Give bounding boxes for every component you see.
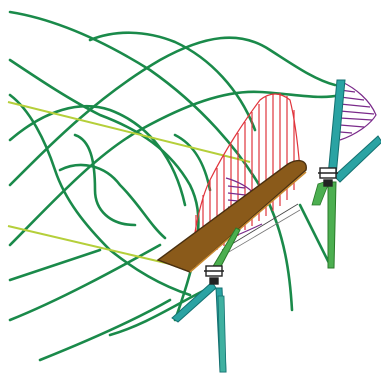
deck-underside	[189, 171, 307, 273]
gridshell-arc	[73, 133, 137, 227]
rear-pylon	[311, 79, 381, 269]
tie-cable	[7, 225, 171, 265]
tie-cables	[7, 101, 251, 265]
pylon-lower-leg	[217, 295, 227, 373]
pylon-arm-right	[333, 135, 381, 183]
gridshell-arc	[88, 31, 257, 132]
moment-lobe-rear	[339, 81, 377, 141]
gridshell-arc	[8, 248, 102, 282]
pylon-lower-leg	[327, 181, 337, 269]
gridshell-arc	[8, 243, 162, 322]
gridshell-arc	[38, 298, 172, 362]
deck-beam	[156, 159, 307, 273]
gridshell-arc	[8, 10, 294, 312]
gridshell-arc	[8, 104, 187, 207]
gridshell-arc	[58, 163, 167, 240]
bearing-rear[interactable]	[318, 167, 338, 187]
front-pylon	[171, 227, 241, 373]
pylon-arm-lower-left	[171, 281, 217, 323]
deck-surface	[156, 159, 307, 273]
gridshell-arc	[8, 93, 192, 297]
tie-cable	[7, 101, 251, 163]
bearing-front[interactable]	[204, 265, 224, 285]
gridshell-arc	[8, 36, 337, 187]
gridshell-arc	[173, 133, 212, 192]
pylon-column	[327, 79, 346, 177]
gridshell-arc	[298, 203, 332, 267]
gridshell-arc	[108, 288, 207, 337]
